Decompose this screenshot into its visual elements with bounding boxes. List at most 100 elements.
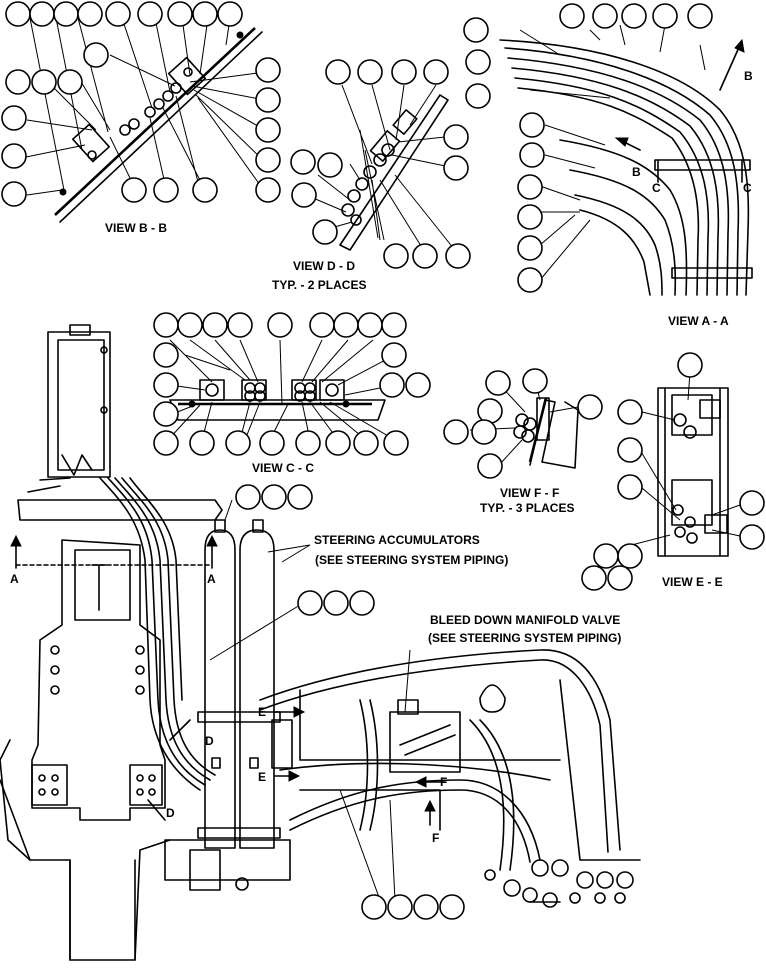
view-f-f-note: TYP. - 3 PLACES: [480, 501, 574, 515]
view-a-a-label: VIEW A - A: [668, 314, 729, 328]
section-marker-f-lower: F: [432, 831, 439, 845]
section-marker-d-lower: D: [166, 806, 175, 820]
balloon: [357, 312, 383, 338]
balloon: [581, 565, 607, 591]
view-b-b: [25, 17, 266, 223]
balloon: [255, 147, 281, 173]
balloon: [325, 430, 351, 456]
balloon: [463, 17, 489, 43]
section-marker-e-upper: E: [258, 705, 266, 719]
balloon: [309, 312, 335, 338]
balloon: [325, 59, 351, 85]
view-c-c-label: VIEW C - C: [252, 461, 314, 475]
steering-accumulators-callout: STEERING ACCUMULATORS: [314, 533, 480, 547]
balloon: [443, 155, 469, 181]
balloon: [617, 437, 643, 463]
balloon: [153, 430, 179, 456]
balloon: [267, 312, 293, 338]
balloon: [5, 69, 31, 95]
balloon: [202, 312, 228, 338]
balloon: [177, 312, 203, 338]
view-a-a: [499, 24, 753, 296]
balloon: [592, 3, 618, 29]
balloon: [192, 177, 218, 203]
balloon: [297, 590, 323, 616]
balloon: [105, 1, 131, 27]
balloon: [189, 430, 215, 456]
view-b-b-label: VIEW B - B: [105, 221, 167, 235]
balloon: [621, 3, 647, 29]
balloon: [617, 474, 643, 500]
view-e-e-label: VIEW E - E: [662, 575, 723, 589]
balloon: [687, 3, 713, 29]
balloon: [349, 590, 375, 616]
balloon: [413, 894, 439, 920]
balloon: [677, 352, 703, 378]
balloon: [225, 430, 251, 456]
balloon: [259, 430, 285, 456]
balloon: [357, 59, 383, 85]
balloon: [255, 87, 281, 113]
balloon: [57, 69, 83, 95]
balloon: [381, 312, 407, 338]
balloon: [227, 312, 253, 338]
balloon: [465, 83, 491, 109]
view-f-f-label: VIEW F - F: [500, 486, 559, 500]
view-d-d-label: VIEW D - D: [293, 259, 355, 273]
balloon: [153, 372, 179, 398]
balloon: [443, 419, 469, 445]
balloon: [217, 1, 243, 27]
balloon: [153, 342, 179, 368]
balloon: [517, 235, 543, 261]
balloon: [255, 57, 281, 83]
balloon: [652, 3, 678, 29]
balloon: [287, 484, 313, 510]
section-marker-c-right: C: [743, 181, 752, 195]
balloon: [53, 1, 79, 27]
balloon: [323, 590, 349, 616]
balloon: [235, 484, 261, 510]
balloon: [577, 394, 603, 420]
balloon: [1, 143, 27, 169]
bleed-down-valve-ref: (SEE STEERING SYSTEM PIPING): [428, 631, 621, 645]
balloon: [519, 112, 545, 138]
balloon: [607, 565, 633, 591]
balloon: [261, 484, 287, 510]
balloon: [519, 142, 545, 168]
balloon: [445, 243, 471, 269]
balloon: [379, 372, 405, 398]
balloon: [77, 1, 103, 27]
balloon: [255, 117, 281, 143]
view-d-d: [305, 84, 459, 255]
balloon: [353, 430, 379, 456]
balloon: [291, 182, 317, 208]
balloon: [471, 419, 497, 445]
balloon: [29, 1, 55, 27]
balloon: [290, 149, 316, 175]
section-marker-c-left: C: [652, 181, 661, 195]
balloon: [485, 370, 511, 396]
balloon: [5, 1, 31, 27]
balloon: [83, 42, 109, 68]
section-marker-b-top: B: [744, 69, 753, 83]
main-assembly: [0, 324, 641, 961]
view-e-e: [619, 371, 741, 557]
balloon: [439, 894, 465, 920]
balloon: [443, 124, 469, 150]
balloon: [137, 1, 163, 27]
balloon: [1, 105, 27, 131]
balloon: [153, 312, 179, 338]
balloon: [739, 490, 765, 516]
balloon: [153, 401, 179, 427]
section-marker-e-lower: E: [258, 770, 266, 784]
balloon: [617, 399, 643, 425]
view-d-d-note: TYP. - 2 PLACES: [272, 278, 366, 292]
balloon: [383, 430, 409, 456]
balloon: [167, 1, 193, 27]
balloon: [517, 267, 543, 293]
balloon: [387, 894, 413, 920]
balloon: [1, 181, 27, 207]
bleed-down-valve-callout: BLEED DOWN MANIFOLD VALVE: [430, 613, 620, 627]
section-marker-a-right: A: [207, 572, 216, 586]
